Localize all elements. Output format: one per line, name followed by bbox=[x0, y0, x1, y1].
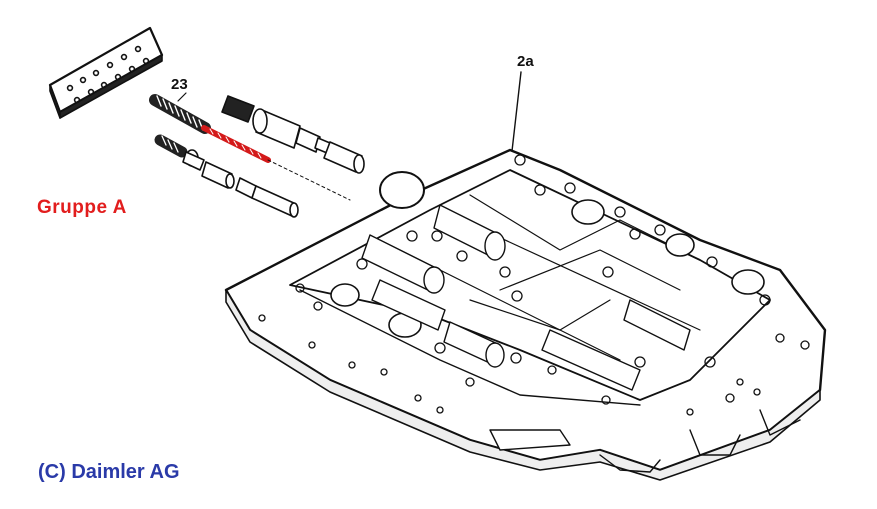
part-number-23: 23 bbox=[171, 76, 188, 93]
spring-23 bbox=[149, 94, 211, 134]
copyright-label: (C) Daimler AG bbox=[38, 461, 180, 483]
cover-plate bbox=[48, 26, 164, 119]
part-number-2a: 2a bbox=[517, 53, 534, 70]
spool-valve-lower bbox=[154, 134, 299, 218]
group-label: Gruppe A bbox=[37, 197, 127, 218]
highlighted-spring bbox=[201, 125, 351, 201]
spool-valve-upper bbox=[221, 95, 365, 174]
valve-body bbox=[224, 148, 827, 481]
